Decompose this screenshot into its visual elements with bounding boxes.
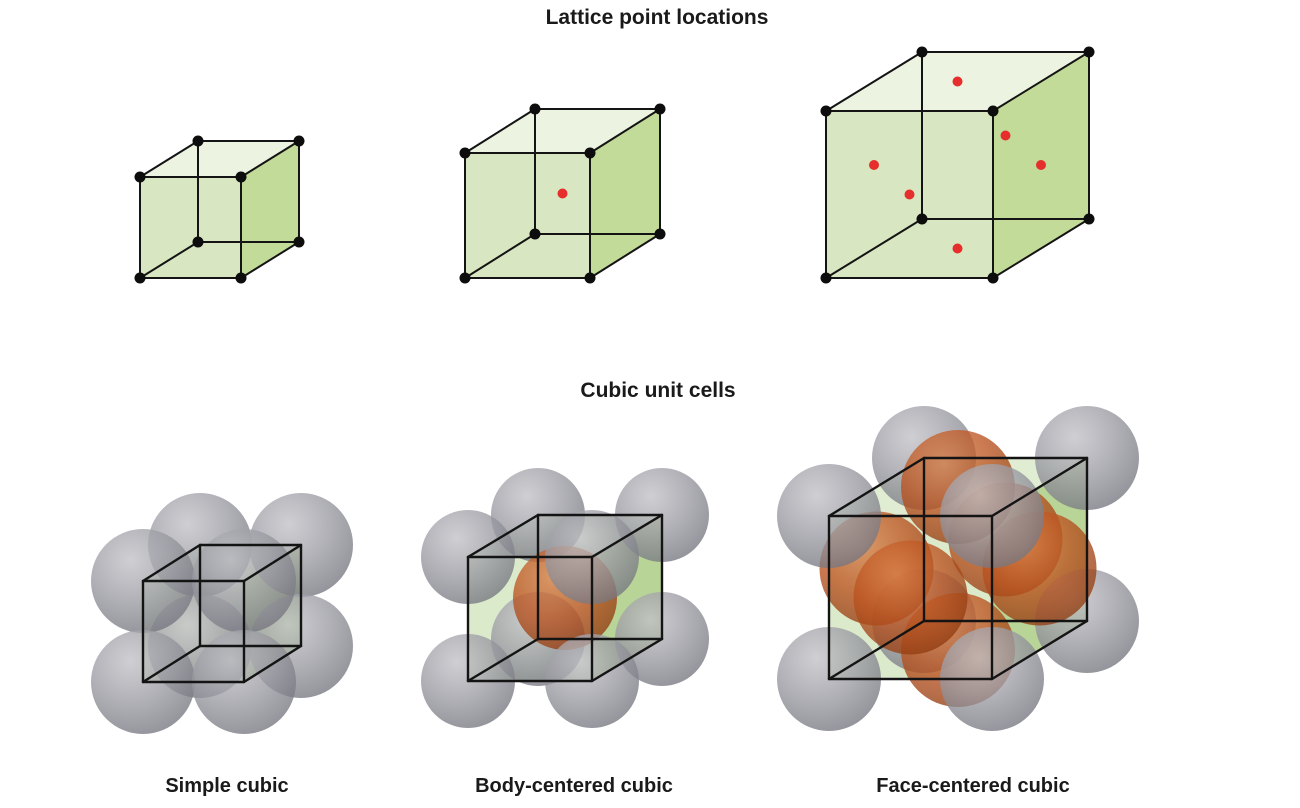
cube-right-face	[241, 141, 299, 278]
left-lattice-point-dot	[869, 160, 879, 170]
cube-edge	[990, 619, 1089, 681]
corner-lattice-point-dot	[293, 135, 305, 147]
cube-edge	[827, 619, 926, 681]
cube-edge	[590, 637, 664, 683]
front-lattice-point-dot	[904, 189, 915, 200]
corner-lattice-point-dot	[1083, 213, 1095, 225]
cube-edge	[825, 218, 923, 279]
face-centered-cell	[777, 406, 1139, 731]
corner-lattice-point-dot	[584, 147, 596, 159]
corner-lattice-point-dot	[916, 213, 928, 225]
corner-lattice-point-dot	[987, 105, 999, 117]
cube-edge	[141, 543, 202, 583]
cube-edge	[992, 51, 1090, 112]
cube-edge	[590, 513, 664, 559]
corner-lattice-point-dot	[820, 272, 832, 284]
corner-lattice-point-dot	[654, 228, 666, 240]
corner-lattice-point-dot	[654, 103, 666, 115]
cube-edge	[240, 241, 300, 279]
corner-lattice-point-dot	[1083, 46, 1095, 58]
cube-edge	[141, 644, 202, 684]
section-title-unit-cells: Cubic unit cells	[580, 379, 736, 402]
cube-edge	[242, 644, 303, 684]
cube-edge	[589, 108, 661, 154]
cube-edge	[589, 233, 661, 279]
front-orange-atom-sphere	[853, 540, 968, 655]
cube-edge	[242, 543, 303, 583]
corner-lattice-point-dot	[134, 272, 146, 284]
cube-right-face	[590, 109, 660, 278]
corner-lattice-point-dot	[987, 272, 999, 284]
label-face-centered-cubic: Face-centered cubic	[876, 775, 1070, 797]
cube-front-face	[140, 177, 241, 278]
face-centered-lattice	[820, 46, 1095, 284]
corner-lattice-point-dot	[584, 272, 596, 284]
corner-lattice-point-dot	[529, 103, 541, 115]
bottom-lattice-point-dot	[952, 243, 963, 254]
cube-edge	[466, 513, 540, 559]
cube-edge	[990, 456, 1089, 518]
corner-lattice-point-dot	[529, 228, 541, 240]
cube-edge	[466, 637, 540, 683]
corner-lattice-point-dot	[916, 46, 928, 58]
center-lattice-point-dot	[557, 188, 568, 199]
cube-edge	[992, 218, 1090, 279]
cube-edge	[139, 241, 199, 279]
cube-edge	[464, 233, 536, 279]
cube-edge	[139, 140, 199, 178]
cube-top-face	[465, 109, 660, 153]
corner-lattice-point-dot	[192, 236, 204, 248]
corner-lattice-point-dot	[192, 135, 204, 147]
label-simple-cubic: Simple cubic	[165, 775, 289, 797]
cube-edge	[240, 140, 300, 178]
corner-lattice-point-dot	[134, 171, 146, 183]
cube-edge	[827, 456, 926, 518]
corner-lattice-point-dot	[293, 236, 305, 248]
top-lattice-point-dot	[952, 76, 963, 87]
label-body-centered-cubic: Body-centered cubic	[475, 775, 673, 797]
corner-lattice-point-dot	[459, 147, 471, 159]
corner-lattice-point-dot	[459, 272, 471, 284]
simple-cubic-lattice	[134, 135, 305, 284]
corner-lattice-point-dot	[235, 171, 247, 183]
corner-lattice-point-dot	[820, 105, 832, 117]
corner-lattice-point-dot	[235, 272, 247, 284]
body-centered-lattice	[459, 103, 666, 284]
cube-edge	[464, 108, 536, 154]
cube-top-face	[140, 141, 299, 177]
cube-edge	[825, 51, 923, 112]
simple-cubic-cell	[91, 493, 353, 734]
back-lattice-point-dot	[1000, 130, 1011, 141]
body-centered-cell	[421, 468, 709, 728]
section-title-lattice-points: Lattice point locations	[545, 6, 769, 29]
cube-front-face	[465, 153, 590, 278]
right-lattice-point-dot	[1036, 160, 1046, 170]
